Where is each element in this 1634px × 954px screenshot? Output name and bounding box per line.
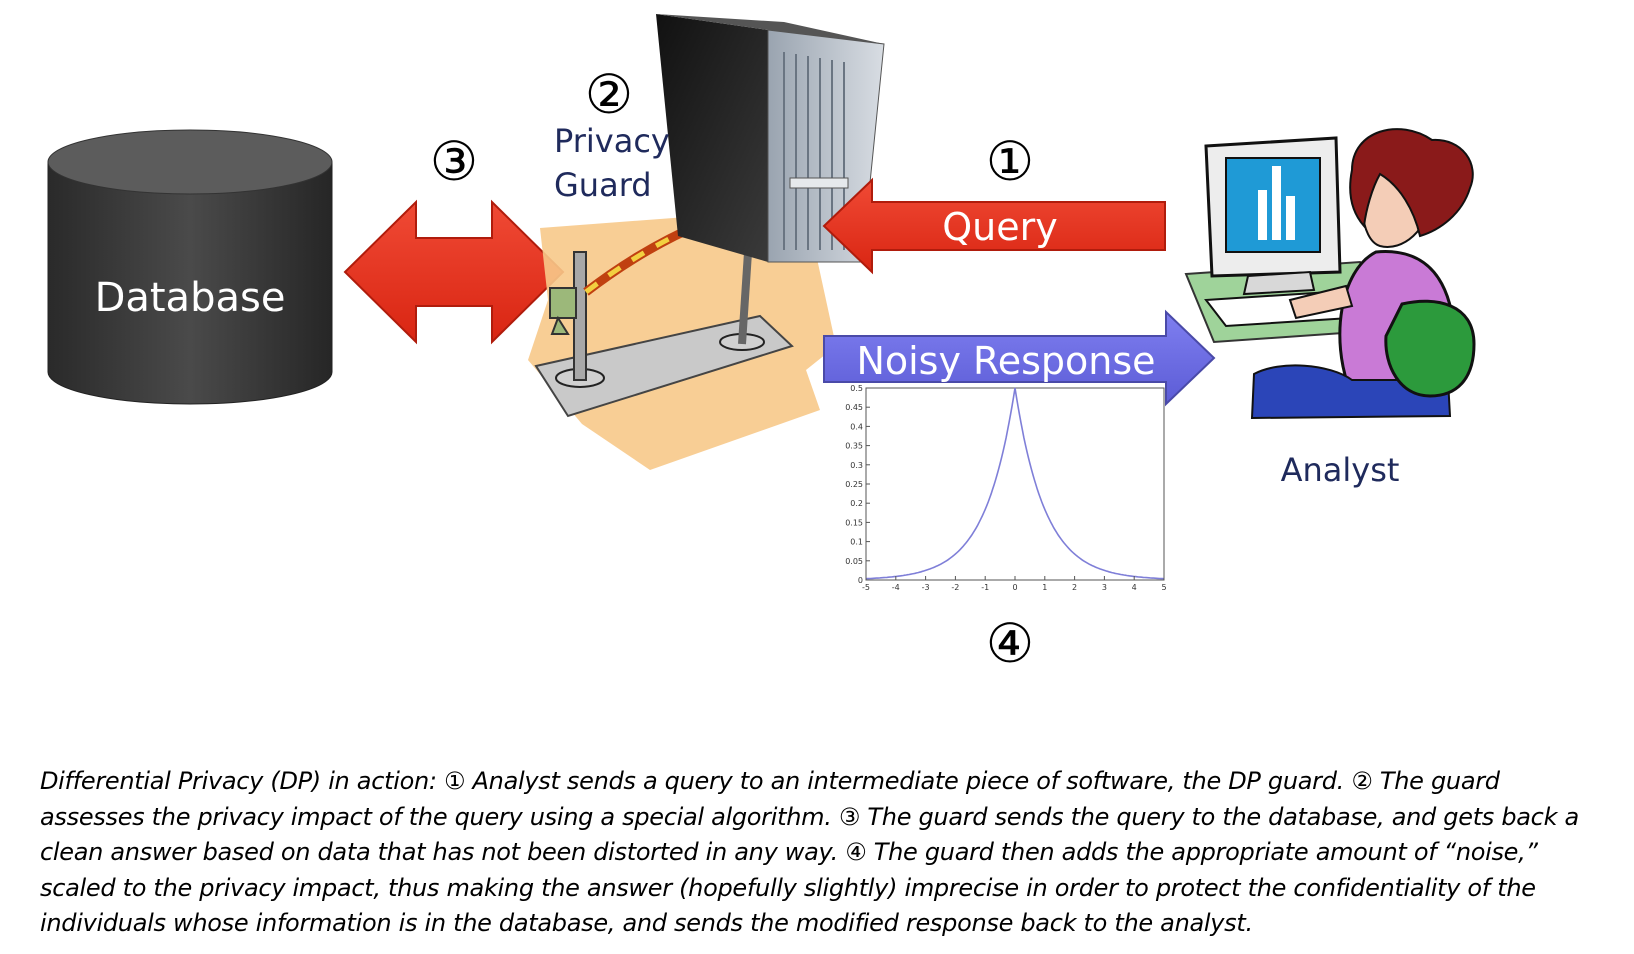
caption-lead: Differential Privacy (DP) in action: [40, 767, 444, 795]
query-arrow [822, 177, 1166, 275]
y-tick-label: 0.25 [845, 480, 863, 489]
database-cylinder: Database [47, 129, 333, 405]
x-tick-label: 5 [1161, 583, 1166, 592]
database-guard-double-arrow [343, 199, 565, 345]
caption-step2-marker: ② [1351, 767, 1373, 795]
step-two-marker: ② [585, 63, 633, 126]
x-tick-label: 4 [1132, 583, 1137, 592]
y-tick-label: 0.3 [850, 461, 863, 470]
x-tick-label: 0 [1012, 583, 1017, 592]
privacy-guard-label-line1: Privacy [554, 122, 670, 160]
analyst-at-computer-illustration [1184, 128, 1476, 420]
caption-step3-text: The guard sends the query to the databas… [40, 802, 1579, 867]
x-tick-label: 1 [1042, 583, 1047, 592]
noisy-response-label: Noisy Response [856, 339, 1155, 383]
query-arrow-label: Query [942, 205, 1057, 249]
step-four-marker: ④ [986, 612, 1034, 675]
y-tick-label: 0 [858, 576, 863, 585]
y-tick-label: 0.15 [845, 518, 863, 527]
y-tick-label: 0.4 [850, 422, 863, 431]
x-tick-label: -1 [981, 583, 989, 592]
database-label: Database [95, 275, 286, 321]
caption-step1-marker: ① [444, 767, 466, 795]
x-tick-label: -5 [862, 583, 870, 592]
x-tick-label: -4 [892, 583, 900, 592]
privacy-guard-gate-illustration [528, 195, 836, 470]
figure-caption: Differential Privacy (DP) in action: ① A… [40, 764, 1610, 942]
x-tick-label: 3 [1102, 583, 1107, 592]
step-three-marker: ③ [430, 130, 478, 193]
analyst-label: Analyst [1281, 451, 1400, 489]
y-tick-label: 0.45 [845, 403, 863, 412]
caption-step4-marker: ④ [845, 838, 867, 866]
noisy-response-arrow [823, 309, 1216, 407]
privacy-guard-label-line2: Guard [554, 166, 652, 204]
y-tick-label: 0.05 [845, 557, 863, 566]
y-tick-label: 0.5 [850, 384, 863, 393]
x-tick-label: -3 [922, 583, 930, 592]
y-tick-label: 0.2 [850, 499, 863, 508]
caption-step2-text: The guard assesses the privacy impact of… [40, 767, 1500, 831]
caption-step1-text: Analyst sends a query to an intermediate… [465, 767, 1352, 795]
caption-step3-marker: ③ [838, 802, 861, 831]
step-one-marker: ① [986, 130, 1034, 193]
chart-series-line [865, 387, 1165, 580]
y-tick-label: 0.1 [850, 538, 863, 547]
y-tick-label: 0.35 [845, 442, 863, 451]
differential-privacy-diagram: Database ③ ② Privacy Guard [47, 14, 1476, 675]
x-tick-label: 2 [1072, 583, 1077, 592]
chart-plot-frame [865, 387, 1165, 581]
laplace-distribution-chart: -5 -4 -3 -2 -1 0 1 2 3 4 5 0 0.05 0.1 0.15 0.2 0.25 0.3 0.… [845, 384, 1166, 592]
caption-step4-text: The guard then adds the appropriate amou… [40, 838, 1538, 937]
x-tick-label: -2 [951, 583, 959, 592]
